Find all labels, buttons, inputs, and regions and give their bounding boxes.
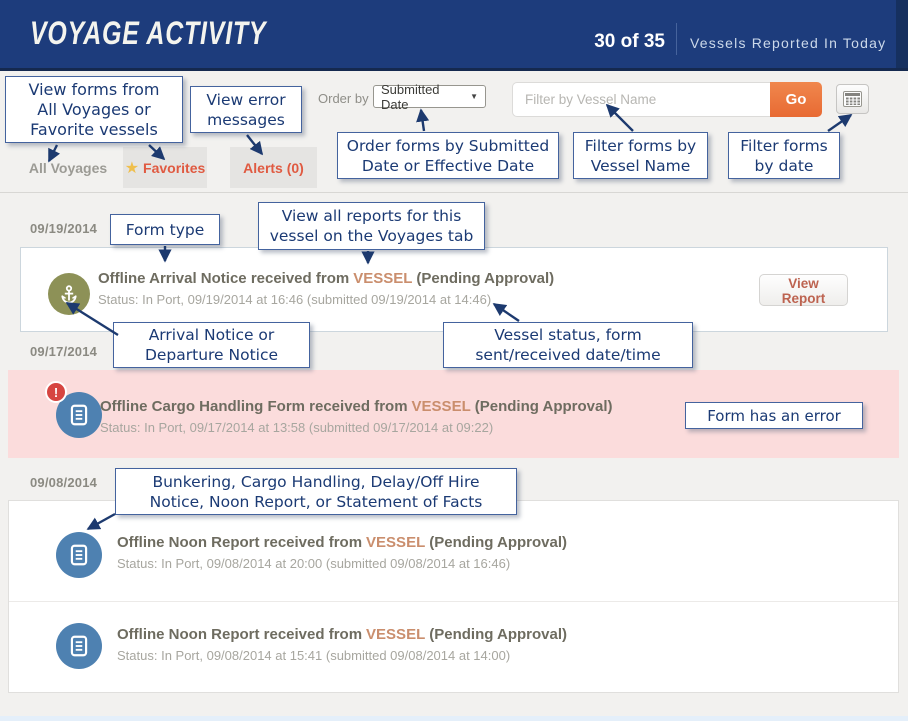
page-title: VOYAGE ACTIVITY <box>30 15 267 51</box>
calendar-icon <box>843 91 862 107</box>
chevron-down-icon: ▼ <box>470 92 478 101</box>
order-by-label: Order by <box>318 91 369 106</box>
form-status: Status: In Port, 09/19/2014 at 16:46 (su… <box>98 292 492 307</box>
tab-all-voyages[interactable]: All Voyages <box>28 159 108 176</box>
date-filter-button[interactable] <box>836 84 869 114</box>
error-badge-icon: ! <box>45 381 67 403</box>
anchor-icon <box>48 273 90 315</box>
form-status: Status: In Port, 09/17/2014 at 13:58 (su… <box>100 420 494 435</box>
form-status: Status: In Port, 09/08/2014 at 15:41 (su… <box>117 648 511 663</box>
callout-form-error: Form has an error <box>685 402 863 429</box>
header-divider <box>676 23 677 55</box>
vessels-reported-label: Vessels Reported In Today <box>690 35 887 51</box>
document-icon <box>56 623 102 669</box>
date-group-label: 09/08/2014 <box>30 475 98 490</box>
callout-voyages-tab: View all reports for this vessel on the … <box>258 202 485 250</box>
view-report-button[interactable]: View Report <box>759 274 848 306</box>
callout-error-messages: View error messages <box>190 86 302 133</box>
tab-favorites-label: Favorites <box>143 159 206 176</box>
tabs-underline <box>0 192 908 193</box>
bottom-strip <box>0 716 908 721</box>
star-icon: ★ <box>124 158 140 177</box>
callout-order-by: Order forms by Submitted Date or Effecti… <box>337 132 559 179</box>
form-approval-state: (Pending Approval) <box>429 534 568 551</box>
form-title: Offline Arrival Notice received from <box>98 270 350 287</box>
order-by-value: Submitted Date <box>381 81 440 112</box>
form-title: Offline Noon Report received from <box>117 534 363 551</box>
vessels-reported-count: 30 of 35 <box>594 31 665 52</box>
form-status: Status: In Port, 09/08/2014 at 20:00 (su… <box>117 556 511 571</box>
callout-form-kinds: Bunkering, Cargo Handling, Delay/Off Hir… <box>115 468 517 515</box>
header-edge-strip <box>896 0 908 68</box>
callout-notice-type: Arrival Notice or Departure Notice <box>113 322 310 368</box>
form-approval-state: (Pending Approval) <box>416 270 555 287</box>
form-approval-state: (Pending Approval) <box>429 626 568 643</box>
tab-favorites[interactable]: ★ Favorites <box>123 147 207 188</box>
row-separator <box>9 601 898 602</box>
vessel-link[interactable]: VESSEL <box>366 534 426 551</box>
form-title: Offline Cargo Handling Form received fro… <box>100 398 408 415</box>
tab-alerts[interactable]: Alerts (0) <box>230 147 317 188</box>
date-group-label: 09/17/2014 <box>30 344 98 359</box>
header-bottom-line <box>0 68 908 71</box>
callout-filter-date: Filter forms by date <box>728 132 840 179</box>
order-by-select[interactable]: Submitted Date ▼ <box>373 82 486 112</box>
form-title: Offline Noon Report received from <box>117 626 363 643</box>
callout-vessel-status: Vessel status, form sent/received date/t… <box>443 322 693 368</box>
vessel-link[interactable]: VESSEL <box>353 270 413 287</box>
callout-form-type: Form type <box>110 214 220 245</box>
vessel-name-filter-input[interactable] <box>512 82 770 117</box>
document-icon <box>56 532 102 578</box>
callout-tabs: View forms from All Voyages or Favorite … <box>5 76 183 143</box>
vessel-link[interactable]: VESSEL <box>366 626 426 643</box>
form-approval-state: (Pending Approval) <box>474 398 613 415</box>
go-button[interactable]: Go <box>770 82 822 117</box>
callout-filter-name: Filter forms by Vessel Name <box>573 132 708 179</box>
date-group-label: 09/19/2014 <box>30 221 98 236</box>
vessel-link[interactable]: VESSEL <box>411 398 471 415</box>
app-header <box>0 0 908 68</box>
